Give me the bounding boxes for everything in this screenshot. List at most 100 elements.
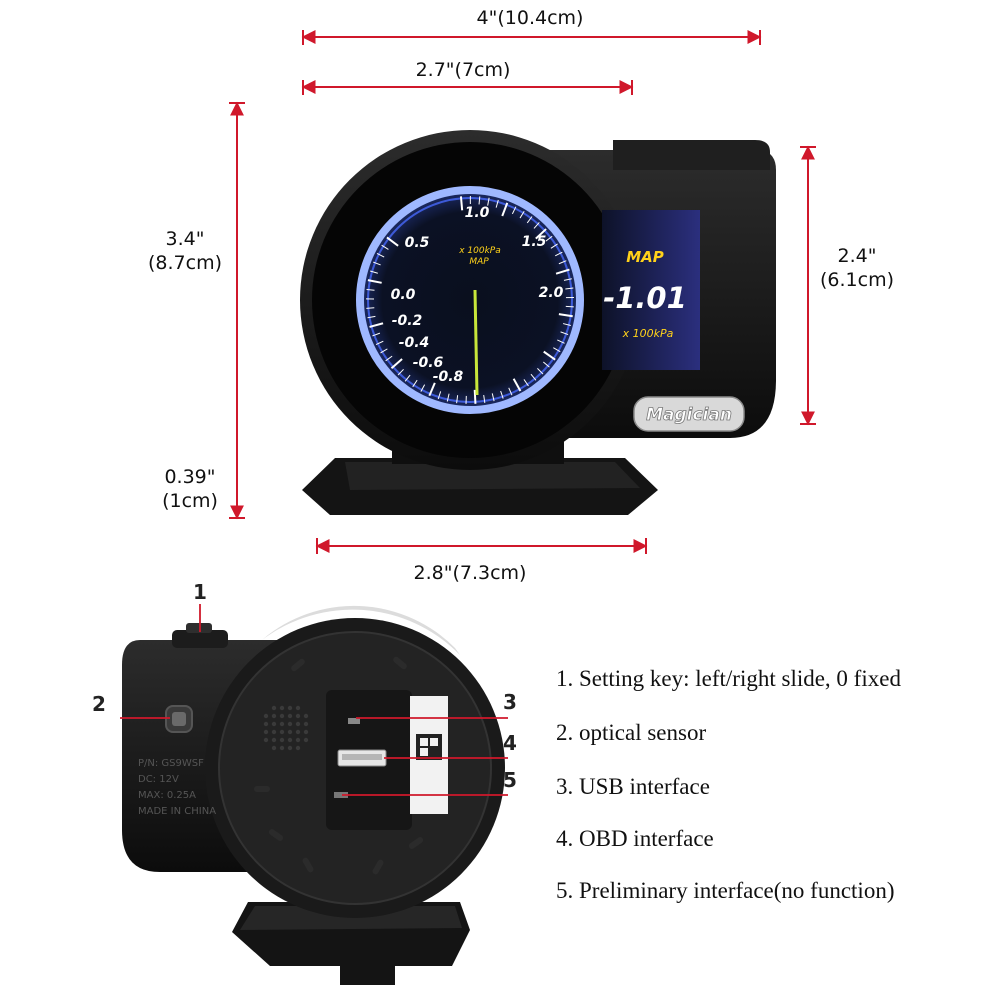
side-display <box>602 210 700 370</box>
gauge-tick <box>412 379 418 388</box>
grille-hole <box>287 713 293 719</box>
gauge-tick <box>557 339 565 344</box>
gauge-tick <box>526 216 533 224</box>
grille-hole <box>263 721 269 727</box>
brand-logo: Magician <box>646 405 732 425</box>
grille-hole <box>279 737 285 743</box>
dimension-lines <box>229 30 816 554</box>
device-front-view: 1.0 1.5 2.0 0.5 0.0 -0.2 -0.4 -0.6 -0.8 … <box>300 130 776 515</box>
gauge-tick <box>491 393 495 402</box>
gauge-tick <box>366 307 375 309</box>
gauge-label: MAP <box>469 257 489 267</box>
gauge-tick <box>369 322 384 328</box>
grille-hole <box>287 705 293 711</box>
dimension-base-height-in: 0.39" <box>164 466 216 488</box>
gauge-needle <box>473 289 479 396</box>
grille-hole <box>271 737 277 743</box>
gauge-tick <box>397 368 404 376</box>
grille-hole <box>279 721 285 727</box>
gauge-dial <box>360 190 580 410</box>
side-display-value: -1.01 <box>603 281 687 315</box>
gauge-tick <box>487 197 490 206</box>
gauge-tick <box>555 268 570 275</box>
grille-hole <box>271 705 277 711</box>
feature-usb-interface: 3. USB interface <box>556 774 710 799</box>
gauge-tick <box>565 305 574 308</box>
callout-number: 5 <box>503 768 517 792</box>
back-label-line: MAX: 0.25A <box>138 790 196 801</box>
gauge-tick <box>550 243 558 249</box>
gauge-tick <box>473 389 477 404</box>
grille-hole <box>287 737 293 743</box>
brand-plate <box>633 396 745 432</box>
gauge-tick <box>512 378 522 392</box>
gauge-tick <box>437 391 442 400</box>
feature-preliminary-interface: 5. Preliminary interface(no function) <box>556 878 895 903</box>
gauge-tick <box>446 393 450 402</box>
grille-hole <box>303 713 309 719</box>
dimension-height-cm: (8.7cm) <box>148 252 222 274</box>
gauge-tick <box>459 196 464 211</box>
gauge-tick-label: -0.6 <box>413 355 444 371</box>
gauge-tick-marks <box>366 195 574 404</box>
gauge-tick <box>543 361 550 368</box>
gauge-tick <box>367 279 382 284</box>
gauge-tick <box>553 347 561 353</box>
gauge-tick <box>555 251 563 257</box>
gauge-tick-label: -0.4 <box>399 335 430 351</box>
gauge-tick <box>456 395 459 404</box>
side-display-unit: x 100kPa <box>622 327 674 340</box>
gauge-tick <box>385 355 393 362</box>
dimension-overall-width: 4"(10.4cm) <box>476 7 584 29</box>
dimension-base-height-cm: (1cm) <box>162 490 218 512</box>
gauge-tick <box>562 323 571 326</box>
gauge-tick <box>533 222 540 229</box>
grille-hole <box>271 729 277 735</box>
gauge-tick <box>428 382 436 397</box>
dimension-screen-height-in: 2.4" <box>837 245 877 267</box>
gauge-tick <box>369 270 378 274</box>
gauge-tick <box>420 384 426 392</box>
grille-hole <box>271 713 277 719</box>
grille-hole <box>295 745 301 751</box>
gauge-tick <box>537 368 544 375</box>
gauge-tick <box>367 315 376 319</box>
dimension-height-in: 3.4" <box>165 228 205 250</box>
grille-hole <box>303 737 309 743</box>
gauge-tick-label: -0.2 <box>392 313 423 329</box>
gauge-tick <box>558 260 567 265</box>
grille-hole <box>271 721 277 727</box>
grille-hole <box>279 729 285 735</box>
gauge-tick-label: 2.0 <box>539 285 564 301</box>
gauge-tick <box>543 350 556 361</box>
back-label-line: P/N: GS9WSF <box>138 758 204 769</box>
gauge-tick <box>545 235 553 242</box>
grille-hole <box>295 721 301 727</box>
back-label-line: MADE IN CHINA <box>138 806 216 817</box>
grille-hole <box>287 729 293 735</box>
grille-hole <box>303 721 309 727</box>
gauge-tick <box>511 206 517 215</box>
grille-hole <box>263 737 269 743</box>
callout-number: 3 <box>503 690 517 714</box>
gauge-tick <box>565 287 574 290</box>
grille-hole <box>287 745 293 751</box>
gauge-tick-label: 0.5 <box>405 235 430 251</box>
gauge-tick <box>478 196 481 205</box>
grille-hole <box>263 713 269 719</box>
gauge-tick <box>523 379 529 387</box>
gauge-tick <box>508 387 513 396</box>
gauge-tick <box>372 261 381 266</box>
gauge-tick <box>366 288 375 291</box>
gauge-ring <box>356 186 584 414</box>
gauge-tick <box>381 244 389 250</box>
usb-port <box>348 718 360 724</box>
grille-hole <box>295 713 301 719</box>
grille-hole <box>279 713 285 719</box>
callout-number: 4 <box>503 731 517 755</box>
callout-number: 1 <box>193 580 207 604</box>
gauge-tick <box>563 278 572 281</box>
gauge-tick <box>558 313 573 318</box>
gauge-tick <box>376 252 385 258</box>
